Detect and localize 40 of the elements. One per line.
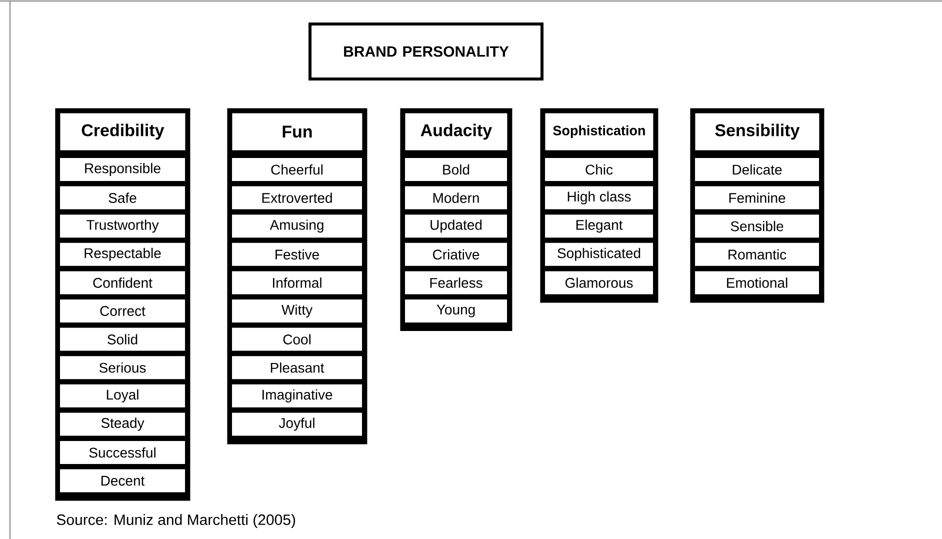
trait-box: Serious	[60, 356, 185, 380]
trait-box: Decent	[60, 469, 185, 492]
trait-box: Festive	[232, 242, 362, 266]
trait-box: Imaginative	[232, 384, 362, 408]
title-box: BRAND PERSONALITY	[308, 22, 544, 80]
trait-box: Trustworthy	[60, 214, 185, 238]
trait-box: Pleasant	[232, 356, 362, 380]
trait-box: Respectable	[60, 242, 185, 266]
trait-box: Steady	[60, 412, 185, 436]
trait-box: Sophisticated	[545, 242, 653, 266]
trait-box: Sensible	[695, 214, 819, 238]
trait-box: Cool	[232, 328, 362, 351]
trait-box: Amusing	[232, 214, 362, 238]
trait-box: Successful	[60, 441, 185, 464]
trait-box: Confident	[60, 271, 185, 294]
trait-box: Extroverted	[232, 186, 362, 210]
trait-box: Informal	[232, 271, 362, 294]
trait-box: Responsible	[60, 158, 185, 181]
trait-box: Romantic	[695, 242, 819, 266]
trait-box: Safe	[60, 186, 185, 210]
trait-box: Cheerful	[232, 158, 362, 181]
trait-box: Solid	[60, 328, 185, 351]
trait-box: High class	[545, 186, 653, 210]
source-caption: Source: Muniz and Marchetti (2005)	[56, 514, 296, 528]
trait-box: Witty	[232, 300, 362, 322]
trait-box: Correct	[60, 300, 185, 322]
trait-box: Young	[405, 300, 507, 322]
trait-box: Feminine	[695, 186, 819, 210]
trait-box: Chic	[545, 158, 653, 181]
trait-box: Glamorous	[545, 271, 653, 294]
trait-box: Elegant	[545, 214, 653, 238]
trait-box: Fearless	[405, 271, 507, 294]
trait-box: Bold	[405, 158, 507, 181]
trait-box: Modern	[405, 186, 507, 210]
trait-box: Criative	[405, 242, 507, 266]
trait-box: Emotional	[695, 271, 819, 294]
trait-box: Updated	[405, 214, 507, 238]
trait-box: Loyal	[60, 384, 185, 408]
trait-box: Joyful	[232, 412, 362, 436]
trait-box: Delicate	[695, 158, 819, 181]
